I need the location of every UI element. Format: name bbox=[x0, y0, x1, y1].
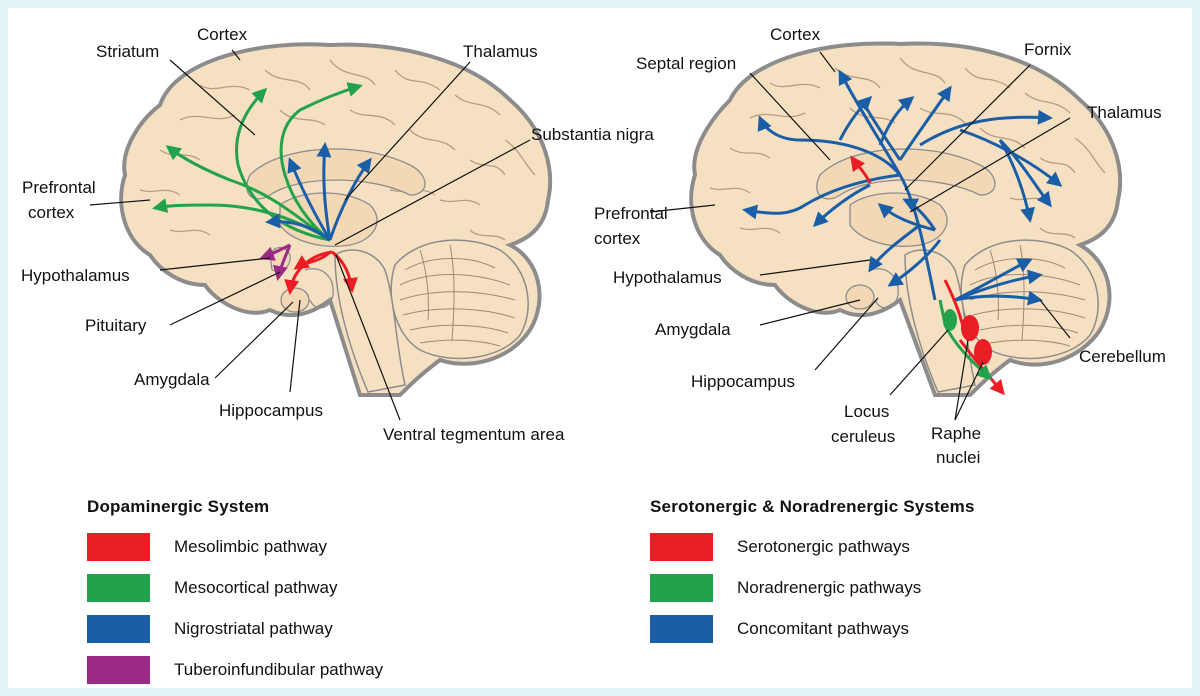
right-label-prefrontal-line2: cortex bbox=[594, 229, 641, 248]
right-label-cerebellum: Cerebellum bbox=[1079, 347, 1166, 366]
legend-item: Mesolimbic pathway bbox=[87, 533, 327, 561]
left-label-prefrontal-line1: Prefrontal bbox=[22, 178, 96, 197]
legend-item: Concomitant pathways bbox=[650, 615, 909, 643]
legend-swatch bbox=[87, 574, 150, 602]
legend-item: Mesocortical pathway bbox=[87, 574, 337, 602]
right-label-locus-line2: ceruleus bbox=[831, 427, 895, 446]
legend-swatch bbox=[87, 656, 150, 684]
right-label-prefrontal-line1: Prefrontal bbox=[594, 204, 668, 223]
left-label-prefrontal-line2: cortex bbox=[28, 203, 75, 222]
left-label-substantia-nigra: Substantia nigra bbox=[531, 125, 654, 144]
raphe-nucleus-upper bbox=[961, 315, 979, 341]
left-label-hypothalamus: Hypothalamus bbox=[21, 266, 130, 285]
right-label-fornix: Fornix bbox=[1024, 40, 1072, 59]
legend-left-title: Dopaminergic System bbox=[87, 497, 269, 517]
left-label-pituitary: Pituitary bbox=[85, 316, 147, 335]
left-label-vta: Ventral tegmentum area bbox=[383, 425, 565, 444]
legend-label: Mesocortical pathway bbox=[174, 578, 337, 598]
left-label-hippocampus: Hippocampus bbox=[219, 401, 323, 420]
right-label-cortex: Cortex bbox=[770, 25, 821, 44]
left-label-cortex: Cortex bbox=[197, 25, 248, 44]
legend-swatch bbox=[650, 615, 713, 643]
legend-label: Noradrenergic pathways bbox=[737, 578, 921, 598]
legend-swatch bbox=[650, 533, 713, 561]
legend-label: Nigrostriatal pathway bbox=[174, 619, 333, 639]
right-label-hippocampus: Hippocampus bbox=[691, 372, 795, 391]
legend-item: Noradrenergic pathways bbox=[650, 574, 921, 602]
right-label-hypothalamus: Hypothalamus bbox=[613, 268, 722, 287]
legend-right-title: Serotonergic & Noradrenergic Systems bbox=[650, 497, 975, 517]
legend-label: Mesolimbic pathway bbox=[174, 537, 327, 557]
right-label-amygdala: Amygdala bbox=[655, 320, 731, 339]
legend-item: Tuberoinfundibular pathway bbox=[87, 656, 383, 684]
legend-label: Serotonergic pathways bbox=[737, 537, 910, 557]
left-label-striatum: Striatum bbox=[96, 42, 159, 61]
legend-swatch bbox=[650, 574, 713, 602]
right-label-septal: Septal region bbox=[636, 54, 736, 73]
legend-swatch bbox=[87, 615, 150, 643]
right-label-thalamus: Thalamus bbox=[1087, 103, 1162, 122]
right-label-locus-line1: Locus bbox=[844, 402, 889, 421]
legend-swatch bbox=[87, 533, 150, 561]
raphe-nucleus-lower bbox=[974, 339, 992, 365]
legend-item: Serotonergic pathways bbox=[650, 533, 910, 561]
left-brain bbox=[121, 44, 550, 395]
legend-label: Tuberoinfundibular pathway bbox=[174, 660, 383, 680]
locus-ceruleus-nucleus bbox=[943, 309, 957, 331]
legend-label: Concomitant pathways bbox=[737, 619, 909, 639]
legend-item: Nigrostriatal pathway bbox=[87, 615, 333, 643]
right-label-raphe-line1: Raphe bbox=[931, 424, 981, 443]
left-label-amygdala: Amygdala bbox=[134, 370, 210, 389]
right-label-raphe-line2: nuclei bbox=[936, 448, 980, 467]
left-label-thalamus: Thalamus bbox=[463, 42, 538, 61]
